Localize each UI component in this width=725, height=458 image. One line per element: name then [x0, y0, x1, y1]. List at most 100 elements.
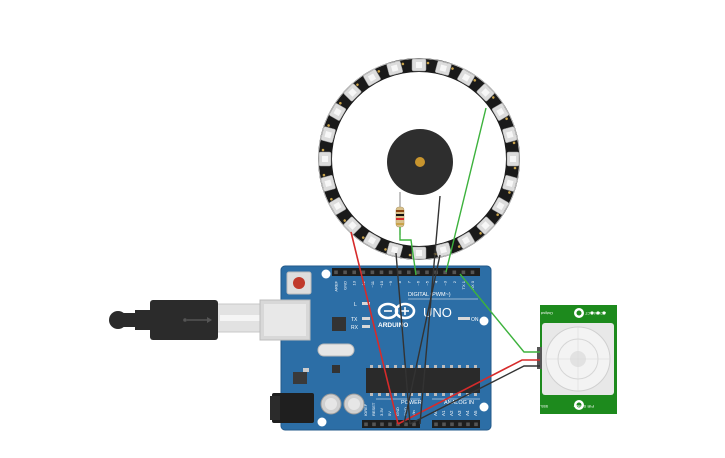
digital-pin-hole[interactable]	[361, 270, 366, 275]
power-pin-hole[interactable]	[364, 422, 368, 427]
voltage-regulator	[293, 372, 307, 384]
power-pin-label: 5V	[387, 411, 392, 416]
digital-pin-hole[interactable]	[370, 270, 375, 275]
chip-leg	[378, 365, 381, 368]
analog-pin-hole[interactable]	[458, 422, 462, 427]
led-l	[362, 302, 370, 305]
digital-header[interactable]	[332, 268, 480, 276]
usb-cable-icon[interactable]	[109, 300, 265, 340]
infinity-logo-icon	[377, 302, 416, 320]
chip-leg	[394, 365, 397, 368]
analog-pin-hole[interactable]	[442, 422, 446, 427]
digital-pin-label: 13	[352, 280, 357, 285]
digital-pin-hole[interactable]	[379, 270, 384, 275]
pir-pins[interactable]	[537, 347, 542, 369]
led-on	[458, 317, 470, 320]
ring-led	[476, 216, 495, 235]
analog-pin-hole[interactable]	[474, 422, 478, 427]
ring-led	[320, 124, 336, 143]
wire-black-buzzer-gnd[interactable]	[419, 195, 441, 425]
wire-green-ring-data[interactable]	[445, 107, 487, 273]
chip-leg	[474, 393, 477, 396]
analog-pin-label: A2	[449, 410, 454, 416]
ring-led	[329, 101, 346, 121]
digital-pin-hole[interactable]	[407, 270, 411, 275]
power-pin-hole[interactable]	[372, 422, 376, 427]
power-pin-hole[interactable]	[388, 422, 392, 427]
digital-pin-hole[interactable]	[443, 270, 447, 275]
wire-black-pir-gnd[interactable]	[409, 365, 540, 425]
analog-pin-label: A4	[465, 410, 470, 416]
power-pin-hole[interactable]	[380, 422, 384, 427]
ring-led	[502, 126, 518, 145]
ring-led	[506, 151, 520, 170]
chip-leg	[378, 393, 381, 396]
chip-leg	[410, 365, 413, 368]
chip-leg	[474, 365, 477, 368]
digital-pin-hole[interactable]	[343, 270, 347, 275]
ring-led	[435, 60, 454, 76]
digital-pin-hole[interactable]	[334, 270, 338, 275]
digital-pin-hole[interactable]	[388, 270, 393, 275]
power-pin-hole[interactable]	[404, 422, 408, 427]
wire-green-pir-out[interactable]	[459, 273, 540, 353]
chip-leg	[442, 393, 445, 396]
ring-led	[343, 83, 362, 102]
ring-led	[384, 242, 403, 258]
reset-button-icon[interactable]	[286, 271, 312, 295]
neopixel-ring[interactable]	[318, 58, 520, 260]
power-pin-label: 3.3V	[379, 407, 384, 416]
power-pin-label: Vin	[411, 410, 416, 416]
digital-pin-hole[interactable]	[425, 270, 429, 275]
chip-leg	[434, 365, 437, 368]
ring-led	[492, 197, 509, 217]
led-tx-label: TX	[351, 317, 358, 323]
mounting-hole	[479, 316, 489, 326]
digital-pin-hole[interactable]	[352, 270, 356, 275]
ring-led	[476, 83, 495, 102]
digital-pin-hole[interactable]	[470, 270, 475, 275]
chip-leg	[426, 393, 429, 396]
chip-leg	[442, 365, 445, 368]
chip-leg	[410, 393, 413, 396]
power-pin-label: GND	[395, 407, 400, 416]
power-pin-label: GND	[403, 407, 408, 416]
chip-leg	[458, 393, 461, 396]
ring-led	[502, 175, 518, 194]
ring-led	[343, 216, 362, 235]
digital-pin-label: ~10	[379, 280, 384, 288]
wire-green-buzzer-signal[interactable]	[399, 227, 417, 276]
wire-red-ring-vcc[interactable]	[350, 231, 399, 425]
led-tx	[362, 317, 370, 320]
ring-led	[318, 148, 332, 167]
wire-black-ring-gnd-2[interactable]	[403, 254, 441, 425]
ring-led	[320, 173, 336, 192]
analog-header[interactable]	[432, 420, 480, 428]
power-jack[interactable]	[272, 393, 314, 423]
small-chip	[332, 317, 346, 331]
analog-pin-hole[interactable]	[450, 422, 454, 427]
chip-leg	[426, 365, 429, 368]
digital-pin-hole[interactable]	[397, 270, 402, 275]
chip-leg	[370, 393, 373, 396]
wire-black-ring-gnd[interactable]	[395, 252, 411, 425]
power-pin-hole[interactable]	[396, 422, 400, 427]
buzzer-center	[415, 157, 425, 167]
power-pin-hole[interactable]	[412, 422, 416, 427]
chip-leg	[402, 393, 405, 396]
wire-red-pir-vcc[interactable]	[397, 359, 540, 425]
digital-pin-hole[interactable]	[452, 270, 457, 275]
led-on-label: ON	[471, 317, 479, 323]
chip-leg	[402, 365, 405, 368]
crystal-oscillator	[317, 343, 355, 357]
analog-pin-hole[interactable]	[466, 422, 470, 427]
pir-sensor[interactable]: Output ACUM-ACT 555-28027 PIR Sensor	[528, 305, 617, 414]
led-l-label: L	[354, 302, 357, 308]
digital-pin-hole[interactable]	[461, 270, 466, 275]
piezo-buzzer[interactable]	[387, 129, 453, 195]
digital-pin-hole[interactable]	[416, 270, 420, 275]
analog-pin-hole[interactable]	[434, 422, 438, 427]
